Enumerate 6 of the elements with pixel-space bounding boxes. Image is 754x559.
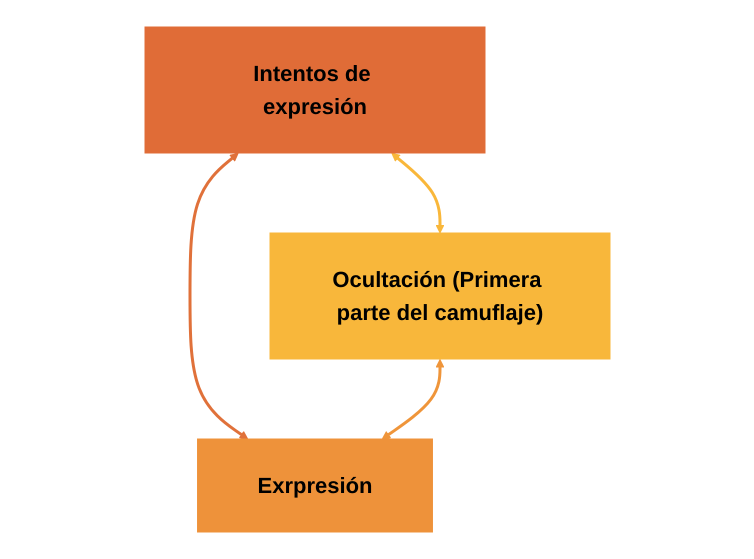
arrow <box>188 152 248 440</box>
node-box: Ocultación (Primera parte del camuflaje) <box>269 232 610 360</box>
node-box: Intentos de expresión <box>144 26 485 154</box>
arrow <box>381 359 444 440</box>
node-box: Exrpresión <box>196 438 432 532</box>
arrow <box>390 152 444 234</box>
